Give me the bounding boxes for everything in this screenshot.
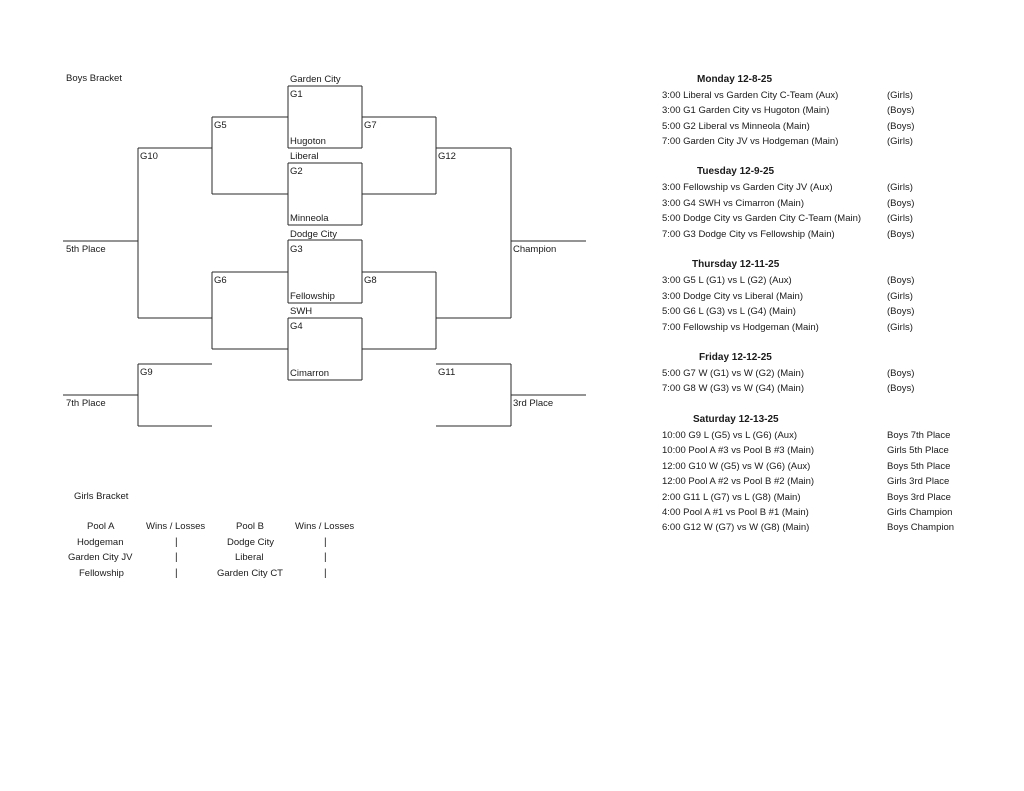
game-desc: 5:00 G2 Liberal vs Minneola (Main): [662, 121, 810, 132]
pool-a-team: Fellowship: [79, 568, 124, 579]
game-g11-label: G11: [438, 367, 456, 378]
pool-a-team: Garden City JV: [68, 552, 133, 563]
team-cimarron: Cimarron: [290, 368, 330, 379]
team-minneola: Minneola: [290, 213, 329, 224]
pool-b-team: Dodge City: [227, 537, 274, 548]
game-division: Boys Champion: [887, 522, 955, 533]
header-pool-b: Pool B: [236, 521, 264, 532]
game-desc: 6:00 G12 W (G7) vs W (G8) (Main): [662, 522, 810, 533]
game-division: Boys 5th Place: [887, 461, 951, 472]
pool-a-team: Hodgeman: [77, 537, 124, 548]
game-division: Girls 5th Place: [887, 445, 949, 456]
game-desc: 3:00 Dodge City vs Liberal (Main): [662, 291, 803, 302]
game-division: (Boys): [887, 198, 915, 209]
pool-b-record: |: [324, 568, 327, 579]
pool-b-team: Liberal: [235, 552, 264, 563]
game-desc: 3:00 G1 Garden City vs Hugoton (Main): [662, 105, 830, 116]
day-heading: Monday 12-8-25: [697, 74, 773, 85]
game-g10-label: G10: [140, 151, 158, 162]
team-dodge-city: Dodge City: [290, 229, 337, 240]
game-g7-label: G7: [364, 120, 377, 131]
header-pool-a: Pool A: [87, 521, 115, 532]
pool-a-record: |: [175, 537, 178, 548]
game-desc: 7:00 Garden City JV vs Hodgeman (Main): [662, 136, 839, 147]
game-division: (Boys): [887, 368, 915, 379]
game-desc: 5:00 G7 W (G1) vs W (G2) (Main): [662, 368, 804, 379]
game-division: (Girls): [887, 291, 913, 302]
game-desc: 7:00 Fellowship vs Hodgeman (Main): [662, 322, 819, 333]
pool-a-record: |: [175, 568, 178, 579]
game-division: (Girls): [887, 213, 913, 224]
game-desc: 10:00 G9 L (G5) vs L (G6) (Aux): [662, 430, 797, 441]
pool-a-record: |: [175, 552, 178, 563]
game-division: (Girls): [887, 90, 913, 101]
game-division: (Boys): [887, 121, 915, 132]
game-g8-label: G8: [364, 275, 377, 286]
game-division: Boys 7th Place: [887, 430, 951, 441]
game-desc: 3:00 G4 SWH vs Cimarron (Main): [662, 198, 805, 209]
boys-bracket-title: Boys Bracket: [66, 73, 122, 84]
game-desc: 12:00 G10 W (G5) vs W (G6) (Aux): [662, 461, 811, 472]
day-heading: Friday 12-12-25: [699, 352, 772, 363]
game-desc: 3:00 Fellowship vs Garden City JV (Aux): [662, 182, 833, 193]
header-wins-losses-a: Wins / Losses: [146, 521, 206, 532]
team-garden-city: Garden City: [290, 74, 341, 85]
seventh-place-label: 7th Place: [66, 398, 106, 409]
game-division: (Boys): [887, 275, 915, 286]
game-desc: 3:00 G5 L (G1) vs L (G2) (Aux): [662, 275, 792, 286]
game-g12-label: G12: [438, 151, 456, 162]
pool-b-record: |: [324, 537, 327, 548]
game-desc: 12:00 Pool A #2 vs Pool B #2 (Main): [662, 476, 815, 487]
game-desc: 5:00 G6 L (G3) vs L (G4) (Main): [662, 306, 796, 317]
game-g4-label: G4: [290, 321, 303, 332]
day-heading: Tuesday 12-9-25: [697, 166, 775, 177]
pool-b-team: Garden City CT: [217, 568, 283, 579]
fifth-place-label: 5th Place: [66, 244, 106, 255]
game-g6-label: G6: [214, 275, 227, 286]
team-swh: SWH: [290, 306, 313, 317]
champion-label: Champion: [513, 244, 557, 255]
game-g5-label: G5: [214, 120, 227, 131]
game-desc: 5:00 Dodge City vs Garden City C-Team (M…: [662, 213, 862, 224]
game-division: Boys 3rd Place: [887, 492, 951, 503]
game-g1-label: G1: [290, 89, 303, 100]
game-division: (Boys): [887, 229, 915, 240]
game-division: (Boys): [887, 306, 915, 317]
team-fellowship: Fellowship: [290, 291, 335, 302]
team-hugoton: Hugoton: [290, 136, 326, 147]
game-division: (Girls): [887, 136, 913, 147]
game-desc: 10:00 Pool A #3 vs Pool B #3 (Main): [662, 445, 815, 456]
game-desc: 7:00 G3 Dodge City vs Fellowship (Main): [662, 229, 835, 240]
day-heading: Thursday 12-11-25: [692, 259, 780, 270]
game-division: (Boys): [887, 383, 915, 394]
game-g9-label: G9: [140, 367, 153, 378]
third-place-label: 3rd Place: [513, 398, 554, 409]
game-desc: 3:00 Liberal vs Garden City C-Team (Aux): [662, 90, 839, 101]
game-division: Girls Champion: [887, 507, 953, 518]
girls-bracket-title: Girls Bracket: [74, 491, 129, 502]
game-g2-label: G2: [290, 166, 303, 177]
game-division: (Boys): [887, 105, 915, 116]
pool-b-record: |: [324, 552, 327, 563]
game-division: (Girls): [887, 182, 913, 193]
header-wins-losses-b: Wins / Losses: [295, 521, 355, 532]
team-liberal: Liberal: [290, 151, 319, 162]
game-desc: 7:00 G8 W (G3) vs W (G4) (Main): [662, 383, 804, 394]
game-desc: 4:00 Pool A #1 vs Pool B #1 (Main): [662, 507, 809, 518]
game-desc: 2:00 G11 L (G7) vs L (G8) (Main): [662, 492, 801, 503]
day-heading: Saturday 12-13-25: [693, 414, 779, 425]
game-division: Girls 3rd Place: [887, 476, 950, 487]
game-g3-label: G3: [290, 244, 303, 255]
game-division: (Girls): [887, 322, 913, 333]
